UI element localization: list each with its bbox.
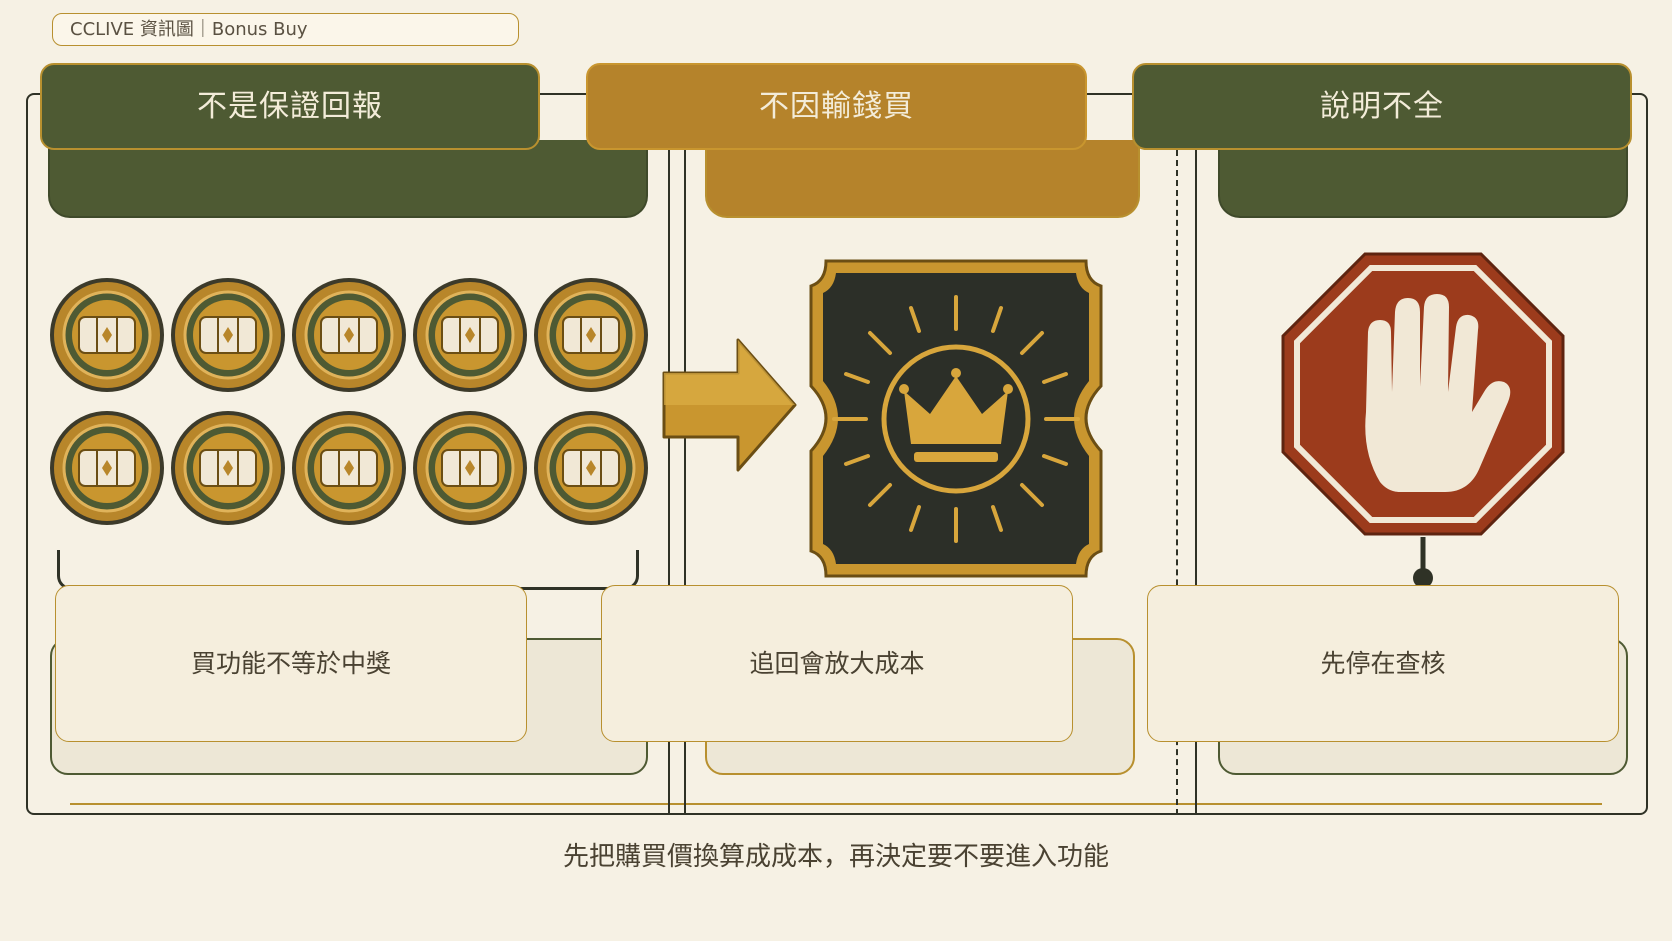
crown-ticket-icon [809, 259, 1103, 578]
slot-coin-icon [534, 278, 648, 392]
slot-coin-icon [171, 411, 285, 525]
slot-coin-icon [50, 278, 164, 392]
arrow-right-icon [662, 338, 797, 472]
slot-coin-icon [413, 278, 527, 392]
slot-coin-icon [292, 411, 406, 525]
stop-hand-icon [1281, 252, 1565, 588]
slot-coin-icon [171, 278, 285, 392]
slot-coin-icon [292, 278, 406, 392]
ribbon-back-2 [705, 140, 1140, 218]
ribbon-back-1 [48, 140, 648, 218]
slot-coin-icon [50, 411, 164, 525]
source-tag: CCLIVE 資訊圖｜Bonus Buy [52, 13, 519, 46]
ribbon-back-3 [1218, 140, 1628, 218]
bottom-caption: 先把購買價換算成成本，再決定要不要進入功能 [562, 842, 1109, 872]
panel-divider-dashed [1176, 150, 1178, 815]
panel-divider-1 [668, 150, 670, 815]
panel-title-3: 說明不全 [1132, 63, 1632, 150]
panel-card-3: 先停在查核 [1147, 585, 1619, 742]
slot-coin-icon [413, 411, 527, 525]
slot-coin-icon [534, 411, 648, 525]
baseline-rule [70, 803, 1602, 805]
coin-bracket [57, 550, 639, 590]
panel-title-2: 不因輸錢買 [586, 63, 1087, 150]
panel-divider-2 [684, 150, 686, 815]
panel-title-1: 不是保證回報 [40, 63, 540, 150]
panel-divider-3 [1195, 150, 1197, 815]
panel-card-1: 買功能不等於中獎 [55, 585, 527, 742]
panel-card-2: 追回會放大成本 [601, 585, 1073, 742]
